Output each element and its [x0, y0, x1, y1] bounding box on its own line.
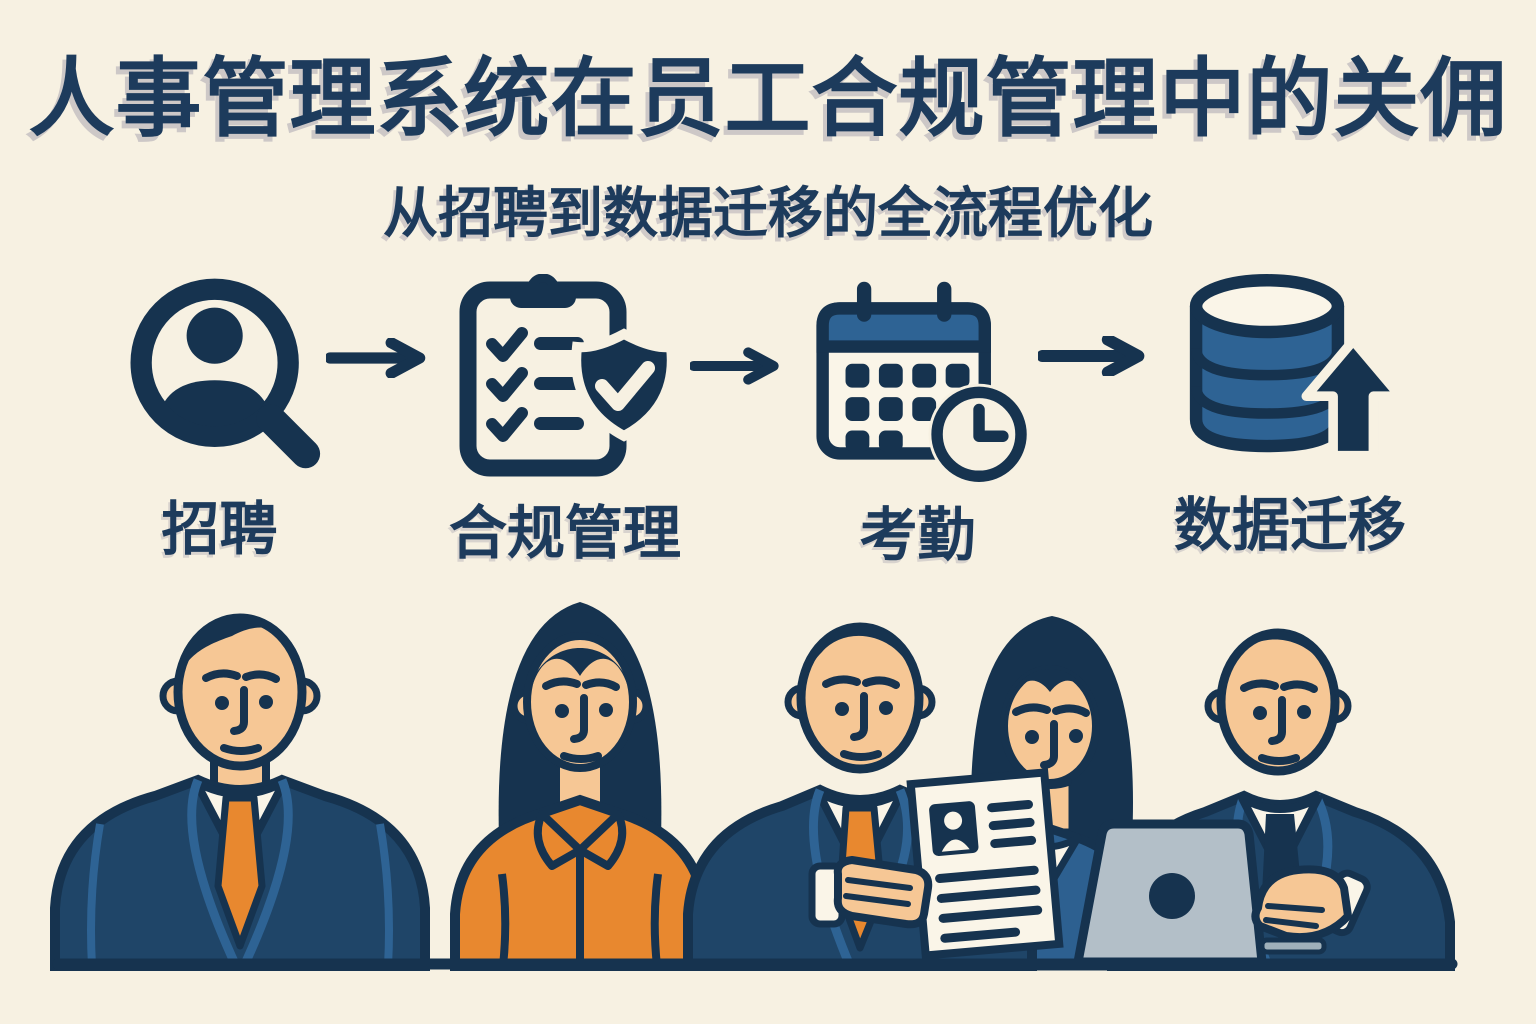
page-title: 人事管理系统在员工合规管理中的关佣 [28, 51, 1508, 147]
right-arrow-icon [324, 337, 438, 383]
figure-man-holding-resume [683, 622, 1064, 971]
right-arrow-icon [1036, 333, 1158, 381]
figure-woman-orange-blouse [450, 602, 710, 971]
right-arrow-icon [688, 346, 790, 391]
step-label-compliance: 合规管理 [448, 501, 681, 566]
flow-step-data-migration: 数据迁移 [1150, 264, 1430, 562]
step-label-attendance: 考勤 [859, 503, 976, 568]
figure-man-orange-tie [50, 613, 430, 971]
resume-document [906, 768, 1064, 960]
figure-man-at-laptop [1073, 628, 1455, 971]
page-subtitle: 从招聘到数据迁移的全流程优化 [382, 182, 1153, 244]
flow-step-attendance: 考勤 [790, 274, 1045, 572]
people-illustration [50, 602, 1458, 971]
step-label-data-migration: 数据迁移 [1173, 493, 1406, 558]
clipboard-shield-check-icon [454, 272, 676, 480]
step-label-recruitment: 招聘 [161, 497, 278, 562]
calendar-clock-icon [802, 274, 1034, 482]
laptop [1073, 819, 1327, 967]
flow-step-compliance: 合规管理 [430, 272, 700, 570]
database-upload-icon [1175, 264, 1405, 472]
flow-step-recruitment: 招聘 [72, 268, 367, 566]
person-search-icon [117, 268, 322, 476]
